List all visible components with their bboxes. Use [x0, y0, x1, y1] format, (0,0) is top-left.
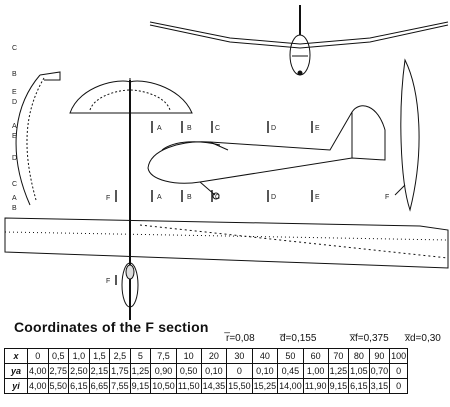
section-label-bottom-e: E [315, 194, 320, 201]
param-r: r̅=0,08 [226, 333, 255, 344]
cell-yi: 14,35 [200, 378, 228, 394]
cell-x: 90 [368, 348, 391, 364]
rib-label-4: D [12, 99, 17, 106]
rib-label-3: E [12, 89, 17, 96]
rib-label-2: B [12, 71, 17, 78]
rib-label-8: C [12, 181, 17, 188]
cell-yi: 0 [389, 378, 409, 394]
cell-x: 2,5 [109, 348, 131, 364]
f-section-profile [394, 58, 420, 212]
cell-ya: 0 [389, 363, 409, 379]
glider-three-view-drawing: A B C D E A B C D E C B E D A E D C A B … [4, 5, 449, 320]
cell-yi: 6,65 [88, 378, 111, 394]
section-label-bottom-b: B [187, 194, 192, 201]
cell-yi: 5,50 [47, 378, 70, 394]
cell-x: 1,5 [88, 348, 111, 364]
cell-x: 60 [302, 348, 329, 364]
param-d: d̅=0,155 [280, 333, 317, 344]
side-view-fuselage [147, 105, 386, 200]
cell-yi: 6,15 [68, 378, 90, 394]
table-row-ya: ya 4,00 2,75 2,50 2,15 1,75 1,25 0,90 0,… [4, 363, 409, 379]
cell-x: 30 [226, 348, 253, 364]
cell-ya: 2,50 [68, 363, 90, 379]
rib-label-1: C [12, 45, 17, 52]
cell-ya: 2,75 [47, 363, 70, 379]
cell-yi: 10,50 [150, 378, 177, 394]
cell-ya: 0,10 [251, 363, 279, 379]
cell-ya: 0,10 [200, 363, 228, 379]
cell-x: 10 [175, 348, 202, 364]
cell-yi: 14,00 [277, 378, 304, 394]
cell-x: 100 [389, 348, 409, 364]
cell-yi: 3,15 [368, 378, 391, 394]
f-marker-fuselage: F [106, 278, 110, 285]
cell-ya: 0,45 [277, 363, 304, 379]
cell-x: 70 [327, 348, 350, 364]
param-xd: x̅d=0,30 [405, 333, 441, 344]
cell-x: 1,0 [68, 348, 90, 364]
table-title: Coordinates of the F section [14, 319, 209, 335]
rib-profile-left [15, 71, 61, 206]
cell-yi: 9,15 [327, 378, 350, 394]
coordinates-table: x 0 0,5 1,0 1,5 2,5 5 7,5 10 20 30 40 50… [4, 348, 409, 394]
cell-ya: 4,00 [27, 363, 49, 379]
f-marker-wing: F [106, 195, 110, 202]
cell-yi: 6,15 [348, 378, 370, 394]
cell-yi: 11,90 [302, 378, 329, 394]
cell-ya: 0,90 [150, 363, 177, 379]
row-header-ya: ya [4, 363, 28, 379]
cell-ya: 1,25 [129, 363, 152, 379]
cell-yi: 9,15 [129, 378, 152, 394]
cell-ya: 2,15 [88, 363, 111, 379]
rib-label-9: A [12, 195, 17, 202]
rib-label-6: E [12, 133, 17, 140]
cell-x: 20 [200, 348, 228, 364]
section-label-bottom-a: A [157, 194, 162, 201]
wing-planform [4, 80, 449, 320]
cell-x: 0,5 [47, 348, 70, 364]
cell-ya: 0,50 [175, 363, 202, 379]
cell-ya: 1,05 [348, 363, 370, 379]
table-row-yi: yi 4,00 5,50 6,15 6,65 7,55 9,15 10,50 1… [4, 378, 409, 394]
front-view [149, 5, 449, 76]
cell-ya: 1,75 [109, 363, 131, 379]
section-label-bottom-d: D [271, 194, 276, 201]
row-header-x: x [4, 348, 28, 364]
section-label-top-e: E [315, 125, 320, 132]
cell-x: 0 [27, 348, 49, 364]
f-marker-profile: F [385, 194, 389, 201]
cell-yi: 11,50 [175, 378, 202, 394]
cell-yi: 7,55 [109, 378, 131, 394]
cell-x: 40 [251, 348, 279, 364]
cell-x: 5 [129, 348, 152, 364]
section-label-top-b: B [187, 125, 192, 132]
cell-ya: 0,70 [368, 363, 391, 379]
cell-yi: 15,25 [251, 378, 279, 394]
cell-ya: 1,25 [327, 363, 350, 379]
section-label-top-d: D [271, 125, 276, 132]
rib-label-10: B [12, 205, 17, 212]
row-header-yi: yi [4, 378, 28, 394]
section-label-top-c: C [215, 125, 220, 132]
section-label-bottom-c: C [215, 194, 220, 201]
cell-ya: 1,00 [302, 363, 329, 379]
param-xf: x̅f=0,375 [350, 333, 389, 344]
cell-yi: 15,50 [226, 378, 253, 394]
cell-x: 7,5 [150, 348, 177, 364]
rib-label-7: D [12, 155, 17, 162]
table-row-x: x 0 0,5 1,0 1,5 2,5 5 7,5 10 20 30 40 50… [4, 348, 409, 364]
rib-label-5: A [12, 123, 17, 130]
cell-x: 50 [277, 348, 304, 364]
cell-yi: 4,00 [27, 378, 49, 394]
fuselage-top-view [121, 262, 139, 308]
cell-ya: 0 [226, 363, 253, 379]
cell-x: 80 [348, 348, 370, 364]
section-label-top-a: A [157, 125, 162, 132]
